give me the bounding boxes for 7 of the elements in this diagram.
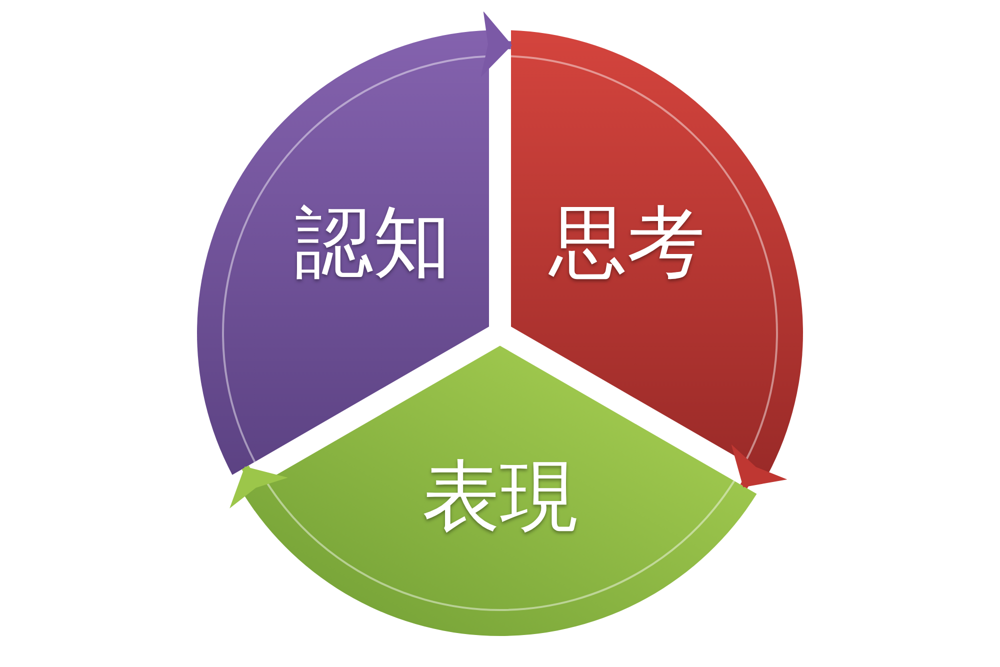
cycle-segment xyxy=(243,345,757,636)
segment-label: 表現 xyxy=(422,458,578,536)
cycle-arrow xyxy=(730,444,788,489)
segment-label: 思考 xyxy=(549,204,705,282)
segment-label: 認知 xyxy=(295,204,451,282)
cycle-arrow xyxy=(481,11,512,78)
cycle-arrow xyxy=(230,465,288,509)
